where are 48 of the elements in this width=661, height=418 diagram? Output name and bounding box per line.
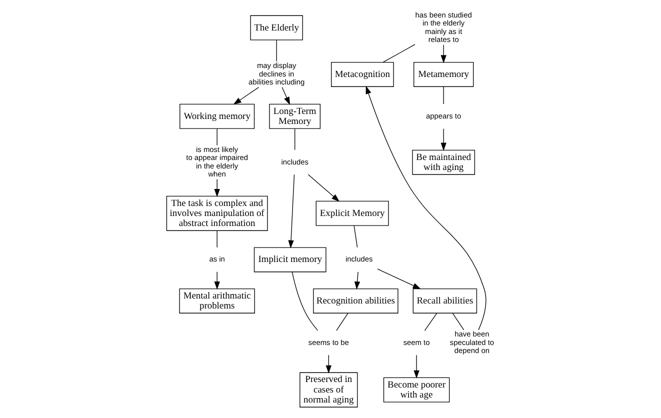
arrow	[288, 174, 295, 248]
connector	[443, 86, 444, 104]
node-box: The task is complex and involves manipulation of abstract information	[166, 196, 268, 231]
connector	[424, 312, 438, 331]
arrow	[326, 354, 332, 374]
node-box: The Elderly	[250, 15, 303, 40]
arrow	[366, 86, 486, 330]
node-box: Become poorer with age	[383, 377, 450, 402]
node-box: Mental arithmatic problems	[179, 288, 255, 314]
node-text: as in	[209, 254, 225, 264]
node-text: may display declines in abilities including	[248, 61, 305, 86]
node-box: Recall abilities	[412, 288, 478, 314]
node-box: Preserved in cases of normal aging	[300, 372, 358, 408]
connector	[294, 128, 296, 150]
arrow	[214, 272, 220, 290]
connector	[382, 44, 416, 63]
node-text: is most likely to appear impaired in the elderly when	[186, 145, 248, 178]
connector	[354, 225, 358, 248]
arrow	[354, 272, 360, 290]
arrow	[414, 354, 420, 379]
node-box: Metacognition	[331, 62, 394, 87]
arrow	[214, 178, 220, 198]
arrow	[308, 174, 340, 202]
node-text: appears to	[426, 111, 462, 120]
node-box: Metamemory	[414, 62, 474, 87]
node-text: have been speculated to depend on	[450, 330, 494, 355]
connector	[216, 128, 218, 146]
arrow	[282, 86, 290, 106]
node-text: includes	[281, 157, 308, 166]
arrow	[377, 268, 421, 290]
connector	[276, 40, 277, 62]
arrow	[233, 86, 260, 105]
node-box: Working memory	[180, 104, 255, 129]
node-box: Explicit Memory	[316, 200, 389, 226]
node-box: Implicit memory	[254, 247, 326, 272]
arrow	[440, 128, 446, 151]
connector	[452, 312, 464, 330]
connector	[336, 312, 348, 331]
arrow	[440, 44, 446, 64]
node-box: Be maintained with aging	[412, 150, 476, 175]
node-box: Recognition abilities	[313, 288, 398, 314]
node-box: Long-Term Memory	[269, 104, 321, 129]
connector	[216, 230, 218, 248]
node-text: seems to be	[308, 338, 349, 347]
node-text: includes	[345, 254, 373, 264]
connector	[292, 272, 318, 331]
node-text: has been studied in the elderly mainly as it relates to	[415, 10, 472, 44]
node-text: seem to	[403, 338, 430, 347]
